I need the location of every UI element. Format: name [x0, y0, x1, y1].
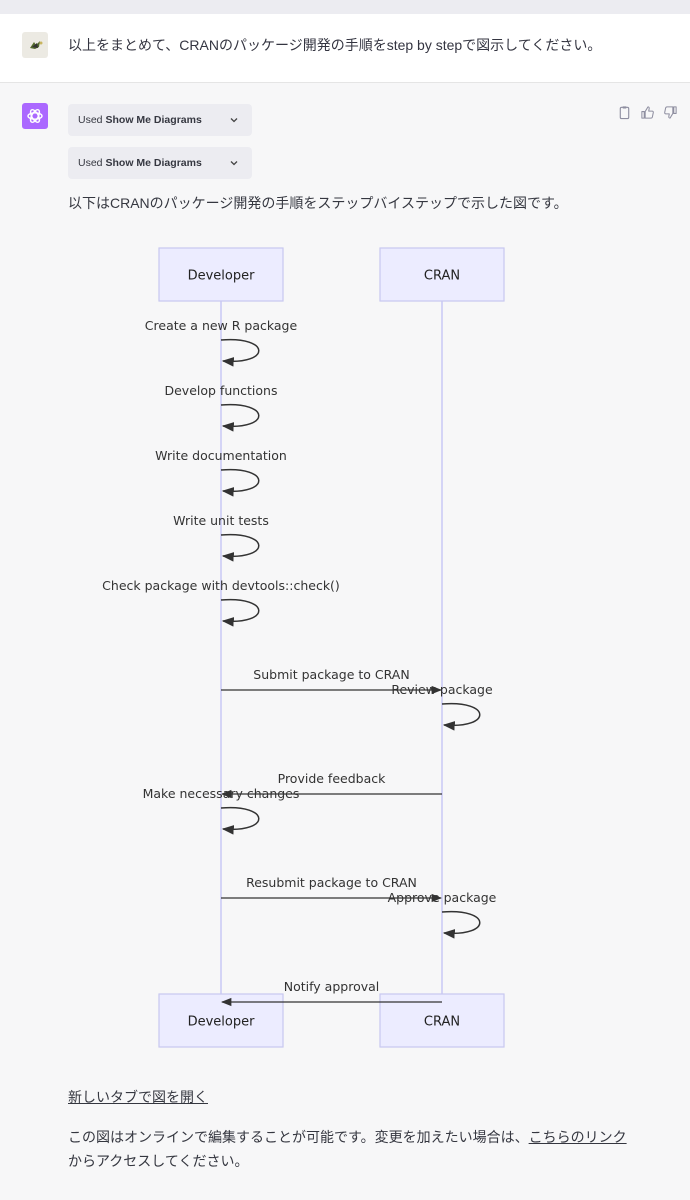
thumbs-down-icon[interactable] — [663, 105, 678, 120]
user-message-row — [0, 14, 690, 83]
plugin-prefix: Used — [78, 157, 103, 169]
self-message-arrow — [220, 468, 260, 497]
user-avatar-icon — [22, 32, 48, 58]
participant-box-developer — [158, 247, 284, 302]
plugin-used-show-me-diagrams[interactable]: Used Show Me Diagrams — [68, 147, 252, 179]
footer-text: この図はオンラインで編集することが可能です。変更を加えたい場合は、こちらのリンク… — [68, 1125, 628, 1173]
plugin-used-show-me-diagrams[interactable]: Used Show Me Diagrams — [68, 104, 252, 136]
message-label: Write unit tests — [173, 513, 269, 528]
plugin-name: Show Me Diagrams — [105, 114, 202, 126]
participant-label-developer: Developer — [188, 269, 256, 284]
participant-label-cran: CRAN — [424, 269, 460, 284]
self-message-arrow — [220, 598, 260, 627]
message-actions — [617, 105, 678, 120]
chevron-down-icon — [230, 118, 238, 123]
message-label: Create a new R package — [145, 318, 298, 333]
edit-diagram-link[interactable]: こちらのリンク — [528, 1129, 627, 1145]
openai-logo-icon — [22, 103, 48, 129]
plugin-prefix: Used — [78, 114, 103, 126]
message-label: Approve package — [388, 890, 497, 905]
footer-prefix: この図はオンラインで編集することが可能です。変更を加えたい場合は、 — [68, 1129, 529, 1145]
message-label: Notify approval — [284, 979, 380, 994]
assistant-intro-text: 以下はCRANのパッケージ開発の手順をステップバイステップで示した図です。 — [68, 195, 568, 211]
clipboard-icon[interactable] — [617, 105, 632, 120]
plugin-name: Show Me Diagrams — [105, 157, 202, 169]
message-label: Review package — [391, 682, 493, 697]
chevron-down-icon — [230, 161, 238, 166]
open-diagram-new-tab-link[interactable]: 新しいタブで図を開く — [68, 1089, 208, 1105]
self-message-arrow — [220, 403, 260, 432]
message-label: Provide feedback — [278, 771, 386, 786]
message-label: Make necessary changes — [143, 786, 300, 801]
self-message-arrow — [441, 910, 481, 939]
footer-suffix: からアクセスしてください。 — [68, 1153, 249, 1169]
self-message-arrow — [220, 338, 260, 367]
self-message-arrow — [220, 806, 260, 835]
message-label: Check package with devtools::check() — [102, 578, 340, 593]
message-label: Submit package to CRAN — [253, 667, 409, 682]
user-message-text: 以上をまとめて、CRANのパッケージ開発の手順をstep by stepで図示し… — [68, 37, 602, 53]
participant-box-cran — [379, 993, 505, 1048]
self-message-arrow — [441, 702, 481, 731]
participant-label-cran: CRAN — [424, 1015, 460, 1030]
message-label: Resubmit package to CRAN — [246, 875, 417, 890]
participant-label-developer: Developer — [188, 1015, 256, 1030]
self-message-arrow — [220, 533, 260, 562]
participant-box-cran — [379, 247, 505, 302]
thumbs-up-icon[interactable] — [640, 105, 655, 120]
message-label: Develop functions — [164, 383, 277, 398]
message-label: Write documentation — [155, 448, 287, 463]
